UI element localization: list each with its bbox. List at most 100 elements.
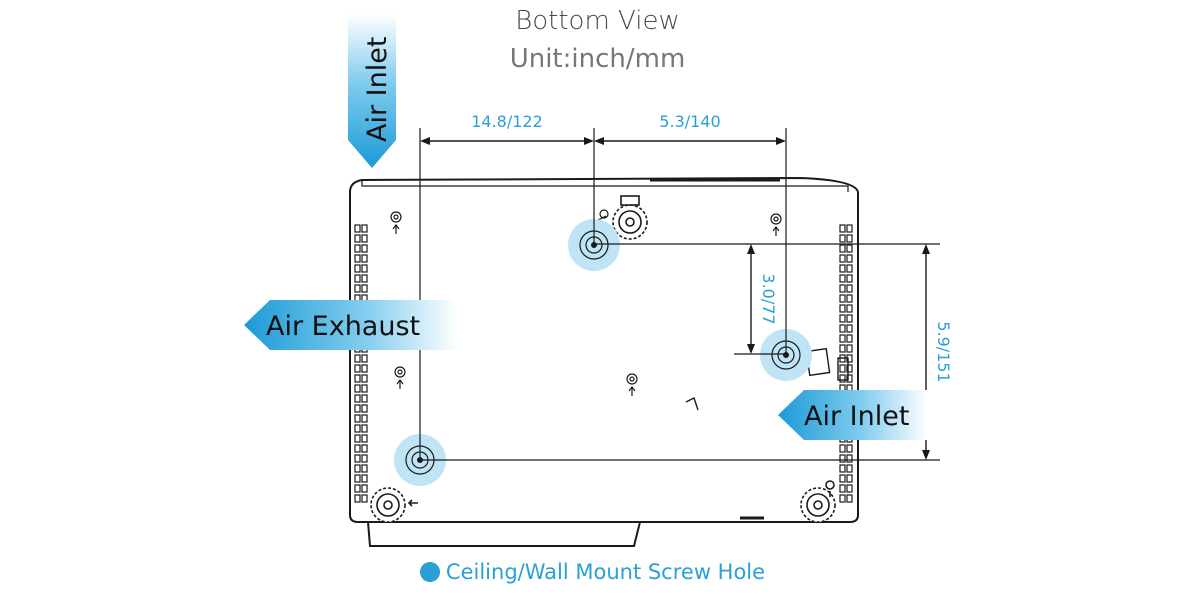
vent-slot [839,324,846,333]
vent-slot [354,414,361,423]
vent-slot [846,244,853,253]
vent-slot [846,224,853,233]
left-vent [354,224,368,503]
vent-slot [361,454,368,463]
vent-slot [354,244,361,253]
vent-slot [354,484,361,493]
vent-slot [354,374,361,383]
vent-slot [361,254,368,263]
vent-slot [839,294,846,303]
vent-slot [361,364,368,373]
dimension-top-left: 14.8/122 [471,112,543,131]
vent-slot [839,314,846,323]
vent-slot [839,304,846,313]
vent-slot [839,254,846,263]
vent-slot [354,394,361,403]
vent-slot [354,474,361,483]
vent-slot [839,244,846,253]
vent-slot [839,344,846,353]
vent-slot [839,224,846,233]
vent-slot [354,254,361,263]
vent-slot [354,364,361,373]
vent-slot [354,424,361,433]
vent-slot [839,274,846,283]
dimension-vertical-inner: 3.0/77 [759,273,778,324]
air-exhaust-label: Air Exhaust [266,311,420,342]
vent-slot [354,464,361,473]
vent-slot [361,354,368,363]
legend-text: Ceiling/Wall Mount Screw Hole [445,560,766,584]
unit-label: Unit:inch/mm [509,44,686,74]
vent-slot [361,384,368,393]
vent-slot [846,344,853,353]
vent-slot [354,274,361,283]
mount-screw-holes [394,219,812,486]
legend-dot-icon [419,562,440,582]
dimension-lines [419,128,940,461]
vent-slot [361,374,368,383]
vent-slot [846,284,853,293]
vent-slot [839,264,846,273]
air-inlet-top-arrow: Air Inlet [348,14,396,168]
vent-slot [846,454,853,463]
vent-slot [846,474,853,483]
vent-slot [846,334,853,343]
vent-slot [846,294,853,303]
vent-slot [839,454,846,463]
vent-slot [839,464,846,473]
vent-slot [846,254,853,263]
vent-slot [846,324,853,333]
vent-slot [846,264,853,273]
vent-slot [361,434,368,443]
vent-slot [354,224,361,233]
air-inlet-top-label: Air Inlet [362,37,393,142]
vent-slot [361,404,368,413]
vent-slot [361,444,368,453]
air-inlet-right-arrow: Air Inlet [778,390,928,440]
vent-slot [846,234,853,243]
vent-slot [361,424,368,433]
small-screws [390,209,782,396]
vent-slot [361,474,368,483]
vent-slot [354,354,361,363]
vent-slot [846,374,853,383]
vent-slot [361,394,368,403]
vent-slot [361,224,368,233]
dimension-vertical-outer: 5.9/151 [934,321,953,382]
adjustable-feet [370,195,836,523]
vent-slot [354,454,361,463]
dimension-top-right: 5.3/140 [659,112,720,131]
vent-slot [846,444,853,453]
vent-slot [839,364,846,373]
vent-slot [354,234,361,243]
vent-slot [839,284,846,293]
vent-slot [846,364,853,373]
vent-slot [354,444,361,453]
vent-slot [361,414,368,423]
vent-slot [846,304,853,313]
vent-slot [839,334,846,343]
vent-slot [839,494,846,503]
legend: Ceiling/Wall Mount Screw Hole [0,560,1185,584]
vent-slot [354,384,361,393]
vent-slot [846,274,853,283]
projector-body [349,176,859,547]
air-inlet-right-label: Air Inlet [804,401,909,432]
vent-slot [361,274,368,283]
vent-slot [361,494,368,503]
vent-slot [846,484,853,493]
vent-slot [361,464,368,473]
vent-slot [354,284,361,293]
vent-slot [361,244,368,253]
vent-slot [361,284,368,293]
vent-slot [354,404,361,413]
vent-slot [839,444,846,453]
vent-slot [354,494,361,503]
vent-slot [361,264,368,273]
vent-slot [846,494,853,503]
vent-slot [839,474,846,483]
vent-slot [361,484,368,493]
diagram-title: Bottom View [515,6,680,36]
vent-slot [846,314,853,323]
